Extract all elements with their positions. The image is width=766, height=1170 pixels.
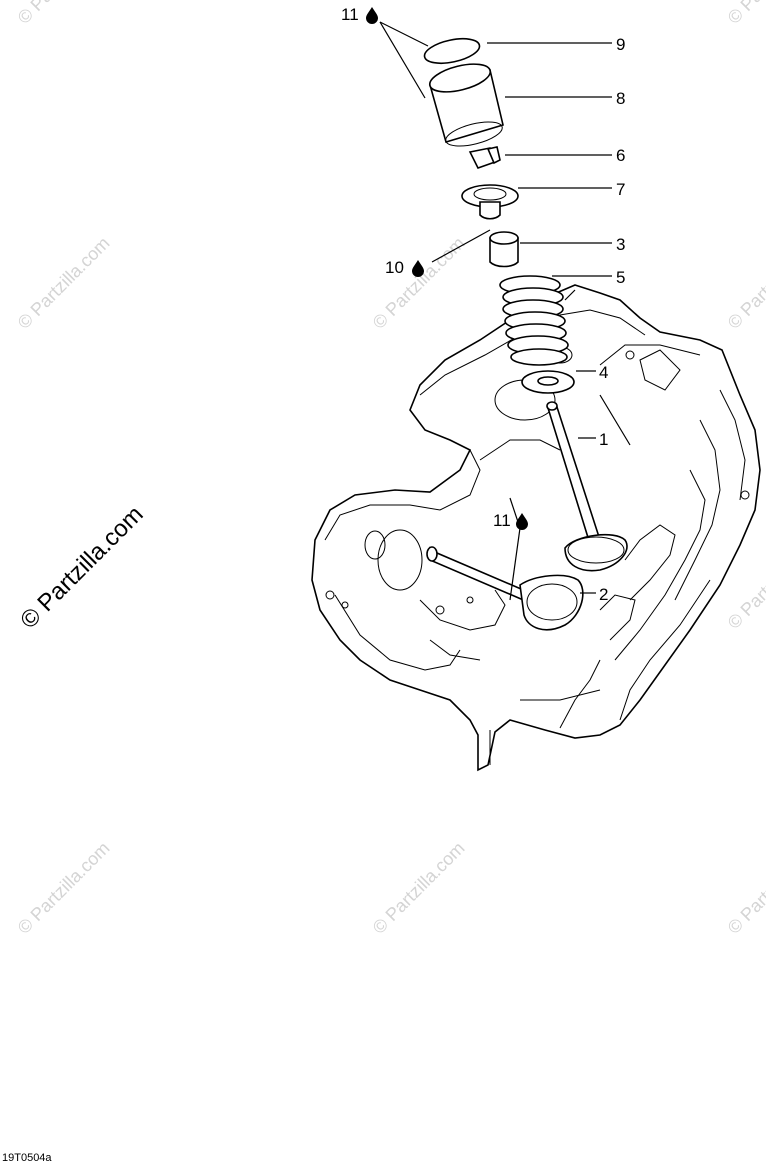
callout-1: 1 bbox=[599, 430, 608, 449]
part-5-spring bbox=[499, 275, 569, 366]
part-7-retainer bbox=[461, 184, 519, 220]
cylinder-head bbox=[311, 284, 761, 772]
part-6-cotters bbox=[468, 146, 501, 169]
callout-4: 4 bbox=[599, 363, 608, 382]
watermark: © Partzilla.com bbox=[724, 0, 766, 28]
diagram-code: 19T0504a bbox=[2, 1152, 52, 1164]
watermark: © Partzilla.com bbox=[724, 838, 766, 938]
callout-5: 5 bbox=[616, 268, 625, 287]
callout-11-bottom: 11 bbox=[493, 511, 511, 530]
leader-lines bbox=[379, 21, 612, 601]
oil-drop-icons bbox=[366, 7, 528, 530]
callout-10: 10 bbox=[385, 258, 404, 277]
part-2-valve bbox=[426, 546, 584, 631]
watermark: © Partzilla.com bbox=[724, 233, 766, 333]
callout-6: 6 bbox=[616, 146, 625, 165]
callout-labels: 9 8 6 7 3 5 4 1 2 11 10 11 bbox=[341, 5, 625, 604]
watermark: © Partzilla.com bbox=[14, 838, 114, 938]
part-4-washer bbox=[521, 370, 575, 394]
part-1-valve bbox=[546, 401, 628, 572]
callout-9: 9 bbox=[616, 35, 625, 54]
callout-7: 7 bbox=[616, 180, 625, 199]
watermark: © Partzilla.com bbox=[369, 233, 469, 333]
watermark: © Partzilla.com bbox=[369, 838, 469, 938]
part-3-seal bbox=[489, 231, 519, 268]
oil-drop-icon bbox=[412, 260, 424, 277]
part-9-shim bbox=[423, 37, 481, 65]
callout-3: 3 bbox=[616, 235, 625, 254]
oil-drop-icon bbox=[366, 7, 378, 24]
oil-drop-icon bbox=[516, 513, 528, 530]
watermark: © Partzilla.com bbox=[14, 0, 114, 28]
callout-11-top: 11 bbox=[341, 5, 359, 24]
callout-8: 8 bbox=[616, 89, 625, 108]
part-8-tappet bbox=[428, 63, 504, 147]
callout-2: 2 bbox=[599, 585, 608, 604]
watermark: © Partzilla.com bbox=[14, 233, 114, 333]
watermark-main: © Partzilla.com bbox=[15, 501, 148, 634]
